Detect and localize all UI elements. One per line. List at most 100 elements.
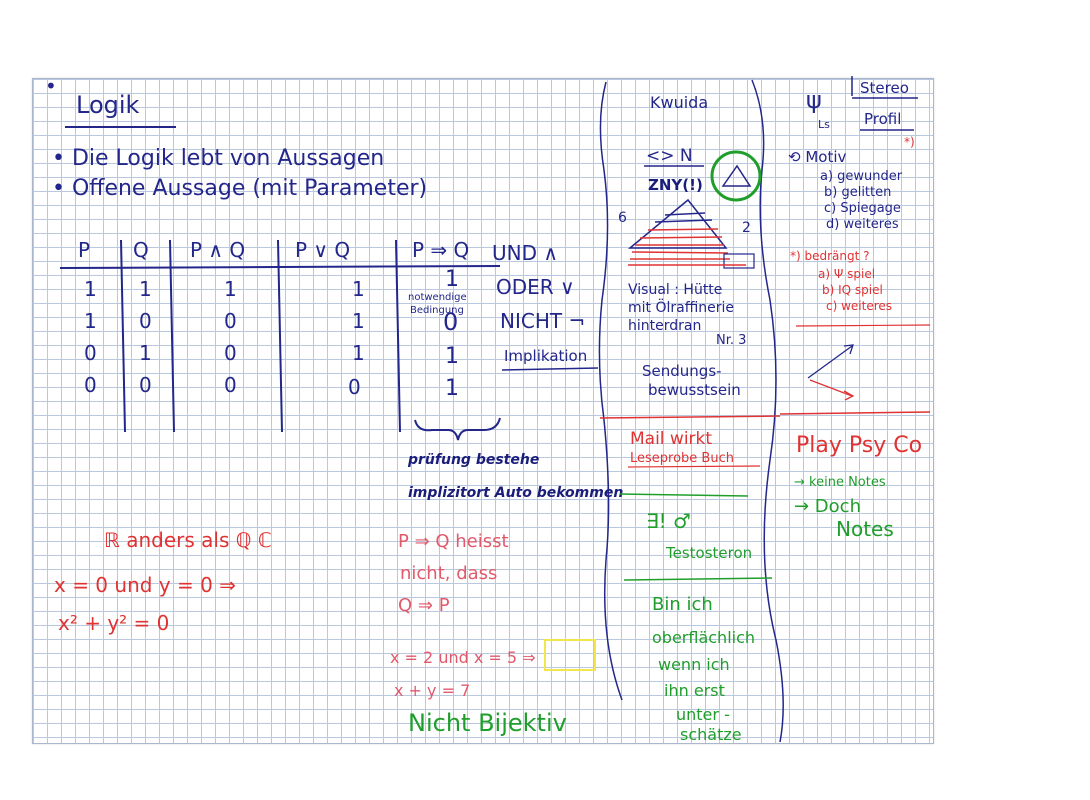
green-divider <box>619 493 749 497</box>
table-col-divider <box>120 239 126 433</box>
profil-label: Profil <box>864 110 901 128</box>
bullet: • <box>45 74 57 98</box>
left-column: • Logik • Die Logik lebt von Aussagen • … <box>45 74 623 737</box>
sendung-line-2: bewusstsein <box>648 381 741 399</box>
table-cell: 1 <box>139 341 152 365</box>
visual-line-3: hinterdran <box>628 318 701 334</box>
op-implikation: Implikation <box>504 347 587 365</box>
arrow-up-icon <box>807 345 853 379</box>
motiv-label: ⟲ Motiv <box>788 148 847 166</box>
sendung-line-1: Sendungs- <box>642 362 722 380</box>
truth-table: P Q P ∧ Q P ∨ Q P ⇒ Q 1 1 1 1 1 1 0 0 1 … <box>59 238 501 433</box>
green-divider <box>623 577 773 581</box>
red-divider <box>779 411 931 415</box>
symbol-label: <> N <box>646 146 693 166</box>
motiv-item: c) Spiegage <box>824 201 901 216</box>
motiv-item: d) weiteres <box>826 217 899 232</box>
table-cell: 1 <box>445 376 459 401</box>
pink-note-x2: x = 2 und x = 5 ⇒ <box>390 648 536 667</box>
table-header-impl: P ⇒ Q <box>412 238 469 262</box>
table-cell: 0 <box>139 309 152 333</box>
table-cell: 0 <box>84 373 97 397</box>
table-cell: 0 <box>443 308 458 336</box>
page-title: Logik <box>76 91 140 119</box>
op-oder: ODER ∨ <box>496 275 575 299</box>
playpsy-label: Play Psy Co <box>796 433 922 458</box>
table-col-divider <box>277 239 283 433</box>
table-header-q: Q <box>133 238 149 262</box>
mail-label: Mail wirkt <box>630 429 712 449</box>
bedraengt-label: *) bedrängt ? <box>790 249 870 263</box>
table-cell: 1 <box>84 277 97 301</box>
bedraengt-item: a) Ψ spiel <box>818 267 875 281</box>
bin-line-4: ihn erst <box>664 681 725 700</box>
zny-label: ZNY(!) <box>648 176 703 194</box>
pyramid-shading <box>630 212 730 260</box>
asterisk-mark: *) <box>904 135 915 149</box>
red-note-und: x = 0 und y = 0 ⇒ <box>54 573 236 597</box>
note-pruefung: prüfung bestehe <box>407 452 539 468</box>
green-note-bijektiv: Nicht Bijektiv <box>408 709 567 737</box>
table-cell: 0 <box>224 373 237 397</box>
bedingung-label: Bedingung <box>410 305 464 316</box>
testosteron-label: Testosteron <box>665 544 752 562</box>
line-offene-aussage: • Offene Aussage (mit Parameter) <box>52 176 427 201</box>
table-col-divider <box>395 239 401 433</box>
green-circle-icon <box>710 150 762 202</box>
bin-line-1: Bin ich <box>652 594 713 615</box>
table-cell: 1 <box>352 309 365 333</box>
table-header-rule <box>59 265 501 269</box>
stereo-label: Stereo <box>860 79 909 97</box>
table-header-p: P <box>78 238 90 262</box>
pyramid-label-left: 6 <box>618 210 627 226</box>
table-cell: 1 <box>352 277 365 301</box>
notes-label: Notes <box>836 517 894 541</box>
red-note-mengen: ℝ anders als ℚ ℂ <box>104 528 272 552</box>
right-boundary-curve <box>751 79 784 743</box>
nr-label: Nr. 3 <box>716 333 746 348</box>
bin-line-3: wenn ich <box>658 655 730 674</box>
bin-line-2: oberflächlich <box>652 628 755 647</box>
pink-note-heisst: P ⇒ Q heisst <box>398 531 509 552</box>
op-und: UND ∧ <box>492 241 558 265</box>
red-divider <box>795 324 931 327</box>
testosteron-symbols: ∃! ♂ <box>646 509 691 533</box>
middle-column: Kwuida <> N ZNY(!) 6 2 Visual : Hütte mi… <box>598 79 784 744</box>
table-cell: 1 <box>224 277 237 301</box>
bedraengt-item: b) IQ spiel <box>822 283 883 297</box>
implikation-underline <box>501 367 599 371</box>
small-house-icon <box>723 253 755 269</box>
table-header-and: P ∧ Q <box>190 238 245 262</box>
psi-symbol: ψ <box>806 86 822 114</box>
bin-line-6: schätze <box>680 725 742 744</box>
table-cell: 0 <box>84 341 97 365</box>
highlight-box <box>544 639 596 671</box>
pyramid-icon <box>627 198 728 249</box>
table-cell: 0 <box>139 373 152 397</box>
bin-line-5: unter - <box>676 705 730 724</box>
visual-line-1: Visual : Hütte <box>628 282 722 298</box>
ls-label: Ls <box>818 118 830 131</box>
motiv-item: a) gewunder <box>820 169 903 184</box>
doch-label: → Doch <box>794 496 861 517</box>
visual-line-2: mit Ölraffinerie <box>628 298 734 316</box>
table-cell: 1 <box>139 277 152 301</box>
table-cell: 0 <box>224 341 237 365</box>
red-note-sum: x² + y² = 0 <box>58 611 169 635</box>
grid-paper-sheet <box>32 78 934 744</box>
note-auto: implizitort Auto bekommen <box>408 485 623 501</box>
pink-note-qp: Q ⇒ P <box>398 595 450 616</box>
right-column: ψ Ls Stereo Profil *) ⟲ Motiv a) gewunde… <box>779 76 931 541</box>
table-cell: 1 <box>445 344 459 369</box>
leseprobe-underline <box>627 465 761 468</box>
leseprobe-label: Leseprobe Buch <box>630 451 734 466</box>
op-nicht: NICHT ¬ <box>500 309 585 333</box>
pink-note-nicht: nicht, dass <box>400 563 497 584</box>
pyramid-label-right: 2 <box>742 220 751 236</box>
table-cell: 1 <box>84 309 97 333</box>
pink-note-x-y: x + y = 7 <box>394 681 470 700</box>
line-aussagen: • Die Logik lebt von Aussagen <box>52 146 384 171</box>
left-boundary-curve <box>598 81 623 701</box>
curly-brace <box>414 417 501 441</box>
